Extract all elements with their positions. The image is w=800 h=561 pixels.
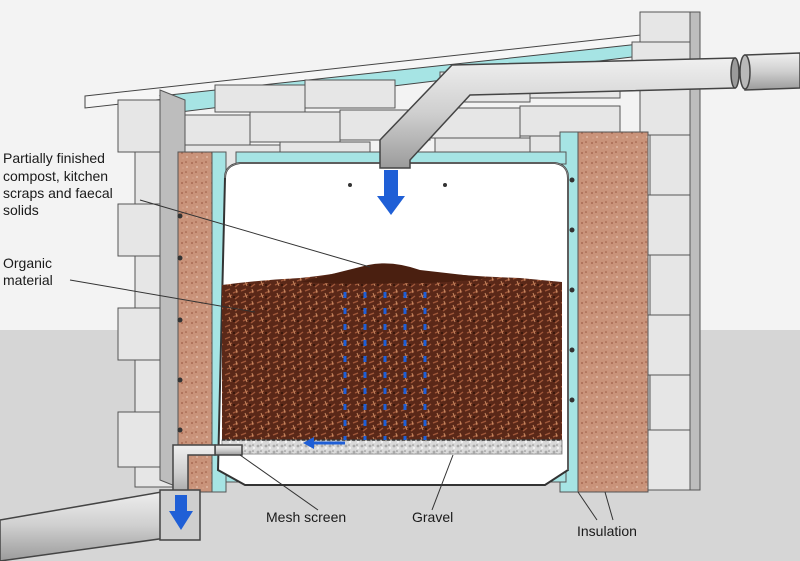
gravel-layer	[221, 439, 563, 455]
gravel-label: Gravel	[412, 509, 453, 525]
right-insulation-fill	[559, 131, 649, 493]
svg-text:Partially finished: Partially finished	[3, 150, 105, 166]
inlet-pipe	[379, 52, 800, 169]
svg-text:solids: solids	[3, 202, 39, 218]
wall-bolts	[177, 177, 575, 433]
svg-text:scraps and faecal: scraps and faecal	[3, 185, 113, 201]
svg-text:Organic: Organic	[3, 255, 52, 271]
organic-material-layer	[222, 264, 562, 440]
compost-heap	[300, 263, 490, 284]
svg-text:compost, kitchen: compost, kitchen	[3, 168, 108, 184]
mesh-screen-label: Mesh screen	[266, 509, 346, 525]
outlet-flow-arrow	[169, 495, 193, 530]
compost-label: Partially finished compost, kitchen scra…	[3, 150, 113, 218]
svg-text:material: material	[3, 272, 53, 288]
drain-flow-arrow	[303, 437, 345, 449]
leader-lines	[69, 199, 614, 521]
insulation-label: Insulation	[577, 523, 637, 539]
inlet-flow-arrow	[377, 170, 405, 215]
organic-label: Organic material	[3, 255, 53, 288]
